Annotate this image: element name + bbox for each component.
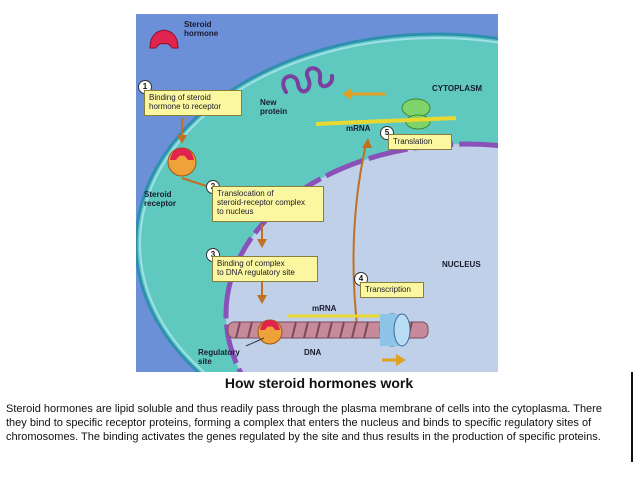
steroid-receptor-icon [167,147,197,177]
steroid-hormone-diagram: Steroid hormone New protein CYTOPLASM mR… [136,14,498,372]
dna-label: DNA [304,348,322,357]
arrow-step2 [181,177,207,187]
arrow-step3-dna [257,280,267,304]
mrna-top-label: mRNA [346,124,371,133]
steroid-hormone-label: Steroid hormone [184,20,219,38]
step-2-box: Translocation of steroid-receptor comple… [212,186,324,222]
step-5-box: Translation [388,134,452,150]
steroid-hormone-icon [149,29,179,49]
regulatory-site-pointer [245,337,265,347]
transcription-direction-arrow [382,354,406,366]
ribosome-icon [401,98,431,130]
mrna-strand-top [315,116,457,126]
arrow-to-protein [342,88,386,100]
arrow-transcription [352,138,372,335]
mrna-bottom-label: mRNA [312,304,337,313]
diagram-title: How steroid hormones work [224,375,414,391]
diagram-caption: Steroid hormones are lipid soluble and t… [6,403,602,443]
nuclear-envelope [223,141,498,372]
regulatory-site-label: Regulatory site [198,348,240,366]
cytoplasm-label: CYTOPLASM [432,84,483,93]
steroid-receptor-label: Steroid receptor [144,190,177,208]
step-3-box: Binding of complex to DNA regulatory sit… [212,256,318,282]
step-4-box: Transcription [360,282,424,298]
arrow-step1 [177,118,187,144]
arrow-step2-3 [257,224,267,248]
nucleus-label: NUCLEUS [442,260,481,269]
rna-polymerase-icon [379,313,411,347]
step-1-box: Binding of steroid hormone to receptor [144,90,242,116]
new-protein-icon [281,66,335,94]
plasma-membrane [139,37,498,372]
new-protein-label: New protein [260,98,288,116]
bound-complex-icon [257,319,283,345]
right-edge-bar [631,372,633,462]
